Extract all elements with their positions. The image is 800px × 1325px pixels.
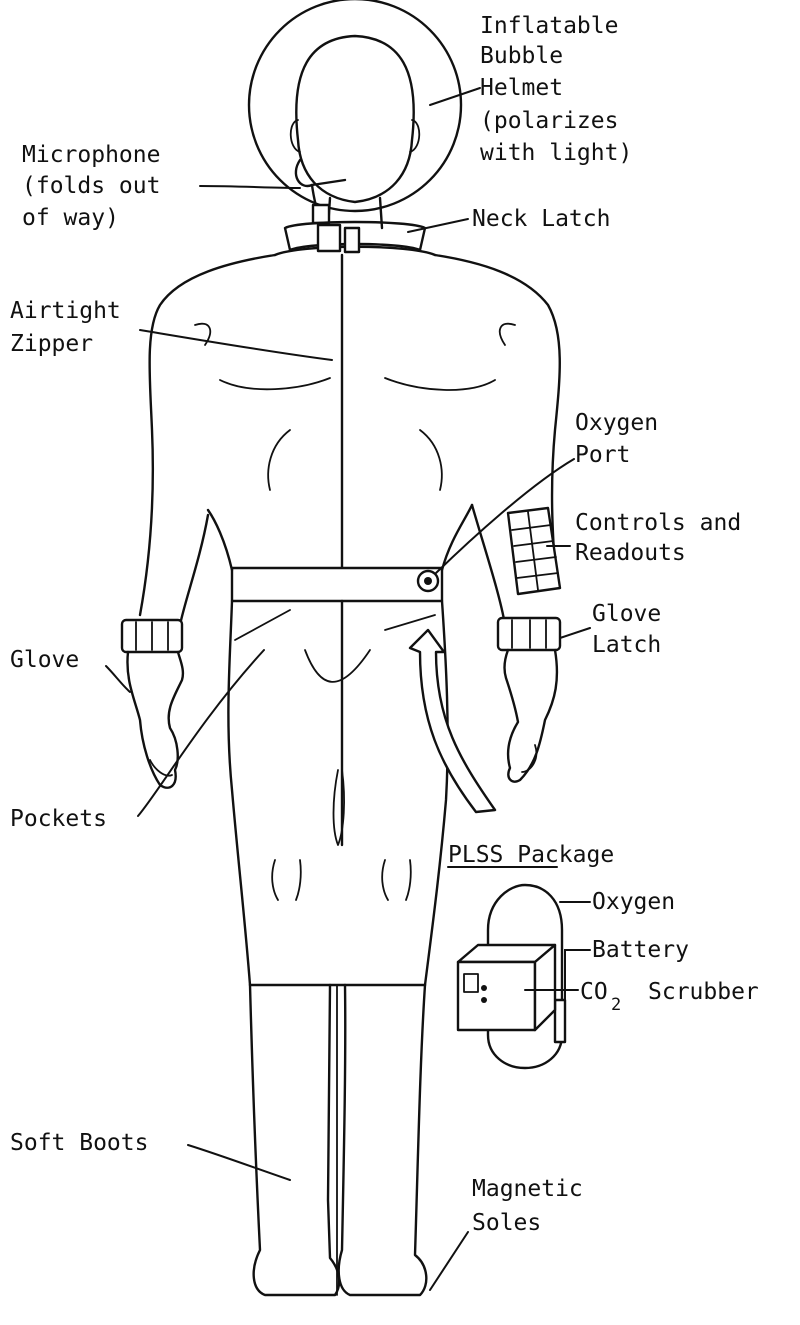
right-glove [505, 650, 557, 782]
left-glove-latch [122, 620, 182, 652]
soft-boots-label: Soft Boots [10, 1130, 148, 1156]
controls-label: Controls and Readouts [575, 510, 755, 566]
glove-label: Glove [10, 647, 79, 673]
microphone-icon [296, 160, 345, 228]
pockets-label: Pockets [10, 806, 107, 832]
plss-title: PLSS Package [448, 842, 614, 868]
plss-oxygen-label: Oxygen [592, 889, 675, 915]
zipper-label: Airtight Zipper [10, 298, 135, 357]
left-boot [250, 985, 339, 1295]
helmet-label: Inflatable Bubble Helmet (polarizes with… [480, 13, 632, 166]
curved-arrow-icon [410, 630, 495, 812]
neck-latch-label: Neck Latch [472, 206, 610, 232]
torso-outline [140, 255, 560, 615]
oxygen-port-label: Oxygen Port [575, 410, 672, 468]
plss-package-icon [458, 885, 565, 1068]
belt [232, 568, 442, 601]
magnetic-soles-label: Magnetic Soles [472, 1176, 597, 1236]
plss-co2-subscript: 2 [611, 995, 621, 1015]
leg-outline [228, 601, 447, 985]
microphone-label: Microphone (folds out of way) [22, 142, 174, 231]
plss-scrubber-label: Scrubber [648, 979, 759, 1005]
glove-latch-label: Glove Latch [592, 601, 675, 658]
right-glove-latch [498, 618, 560, 650]
neck-ring [275, 222, 435, 255]
plss-battery-label: Battery [592, 937, 689, 963]
head [296, 36, 413, 202]
spacesuit-figure-icon [122, 0, 560, 1295]
right-boot [339, 985, 427, 1295]
plss-co2-label: CO [580, 979, 608, 1005]
